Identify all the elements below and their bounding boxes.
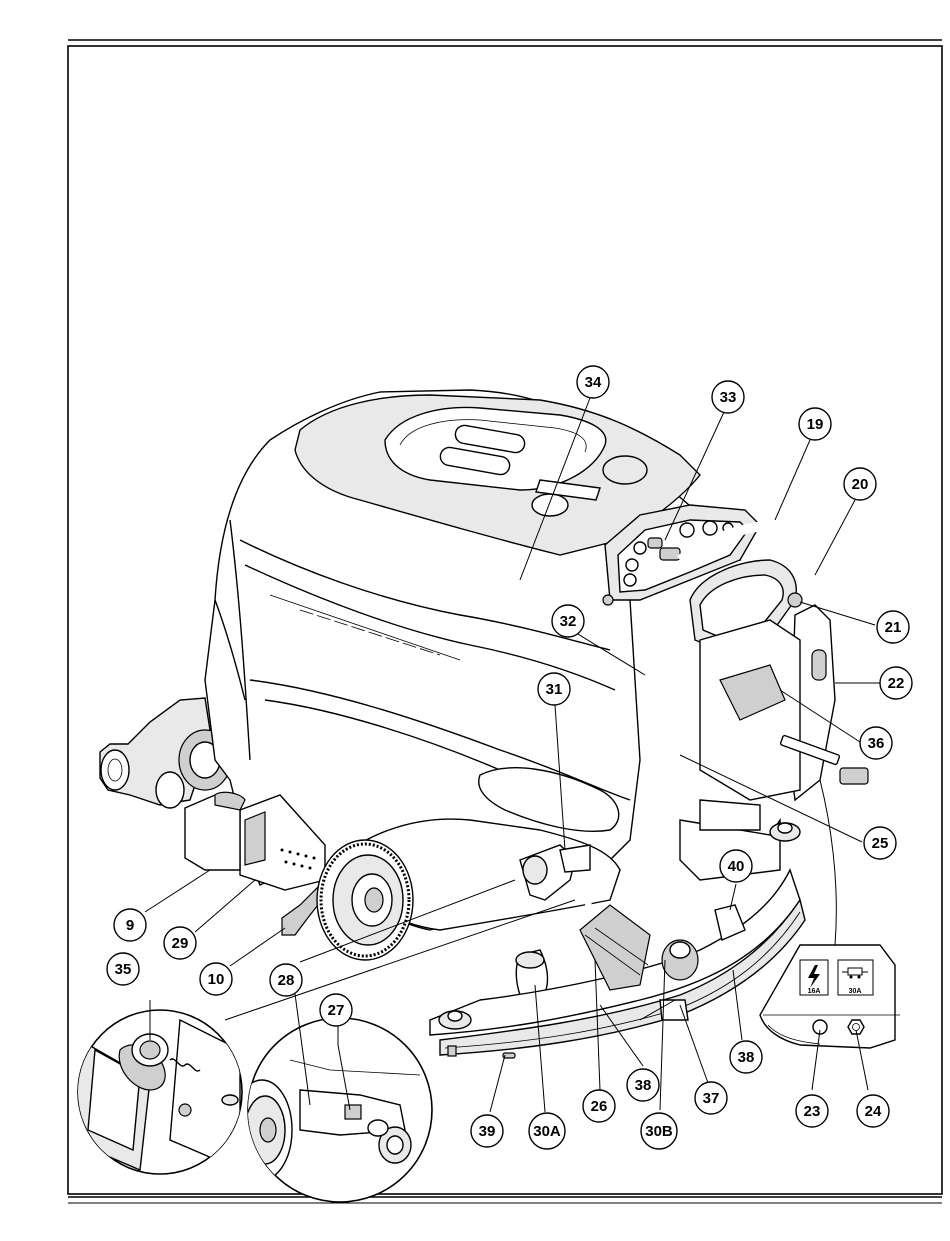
callout-22: 22 <box>880 667 912 699</box>
svg-text:33: 33 <box>720 389 737 406</box>
callout-36: 36 <box>860 727 892 759</box>
svg-text:23: 23 <box>804 1103 821 1120</box>
svg-text:39: 39 <box>479 1123 496 1140</box>
svg-text:31: 31 <box>546 681 563 698</box>
svg-text:29: 29 <box>172 935 189 952</box>
svg-text:38: 38 <box>635 1077 652 1094</box>
svg-text:26: 26 <box>591 1098 608 1115</box>
callout-39: 39 <box>471 1115 503 1147</box>
detail-view-35 <box>70 1010 242 1174</box>
svg-text:36: 36 <box>868 735 885 752</box>
machine-illustration <box>100 390 868 1058</box>
right-module <box>700 605 868 800</box>
svg-text:19: 19 <box>807 416 824 433</box>
charger-panel-detail: 16A 30A <box>760 945 900 1048</box>
svg-text:30A: 30A <box>533 1123 561 1140</box>
callout-34: 34 <box>577 366 609 398</box>
callout-27: 27 <box>320 994 352 1026</box>
svg-text:21: 21 <box>885 619 902 636</box>
svg-text:35: 35 <box>115 961 132 978</box>
right-rating: 30A <box>849 988 862 995</box>
svg-text:25: 25 <box>872 835 889 852</box>
left-rating: 16A <box>808 988 821 995</box>
drive-wheel <box>317 840 413 960</box>
svg-text:10: 10 <box>208 971 225 988</box>
svg-text:27: 27 <box>328 1002 345 1019</box>
callout-31: 31 <box>538 673 570 705</box>
callout-19: 19 <box>799 408 831 440</box>
callout-10: 10 <box>200 963 232 995</box>
callout-30B: 30B <box>641 1113 677 1149</box>
callout-20: 20 <box>844 468 876 500</box>
callout-29: 29 <box>164 927 196 959</box>
callout-32: 32 <box>552 605 584 637</box>
callout-24: 24 <box>857 1095 889 1127</box>
svg-text:22: 22 <box>888 675 905 692</box>
callout-40: 40 <box>720 850 752 882</box>
callout-28: 28 <box>270 964 302 996</box>
detail-view-27 <box>232 1018 432 1202</box>
svg-text:40: 40 <box>728 858 745 875</box>
svg-text:20: 20 <box>852 476 869 493</box>
svg-text:9: 9 <box>126 917 134 934</box>
callout-23: 23 <box>796 1095 828 1127</box>
callout-35: 35 <box>107 953 139 985</box>
svg-text:38: 38 <box>738 1049 755 1066</box>
svg-text:32: 32 <box>560 613 577 630</box>
callout-30A: 30A <box>529 1113 565 1149</box>
svg-text:34: 34 <box>585 374 602 391</box>
callout-9: 9 <box>114 909 146 941</box>
callout-25: 25 <box>864 827 896 859</box>
callout-38-left: 38 <box>627 1069 659 1101</box>
callout-37: 37 <box>695 1082 727 1114</box>
callout-38-right: 38 <box>730 1041 762 1073</box>
callout-21: 21 <box>877 611 909 643</box>
svg-text:24: 24 <box>865 1103 882 1120</box>
svg-text:37: 37 <box>703 1090 720 1107</box>
svg-text:28: 28 <box>278 972 295 989</box>
svg-text:30B: 30B <box>645 1123 673 1140</box>
callout-26: 26 <box>583 1090 615 1122</box>
callout-33: 33 <box>712 381 744 413</box>
